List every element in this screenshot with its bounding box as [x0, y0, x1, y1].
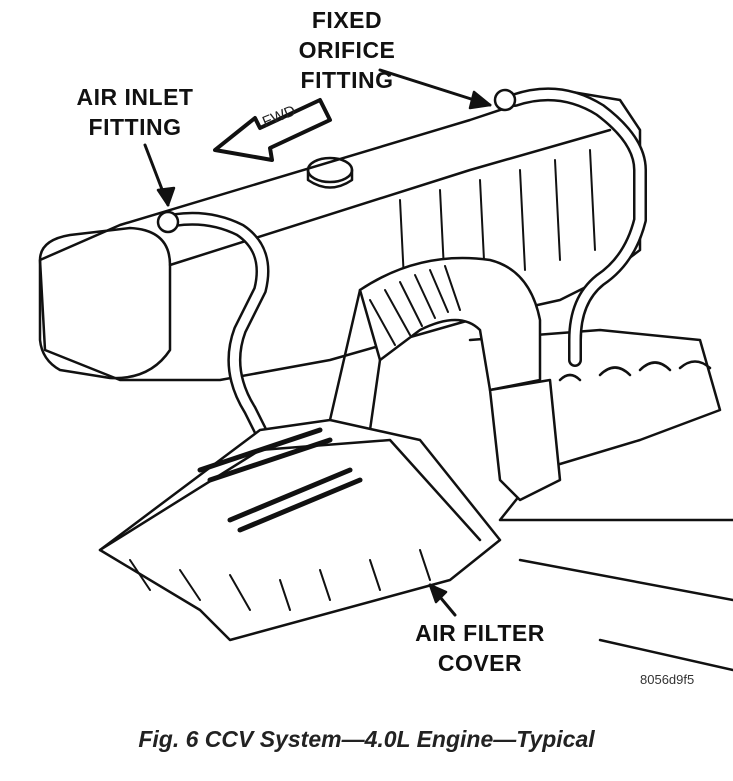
figure-caption: Fig. 6 CCV System—4.0L Engine—Typical: [138, 726, 595, 752]
label-line: FITTING: [88, 114, 182, 140]
label-line: FITTING: [300, 67, 394, 93]
label-line: AIR FILTER: [415, 620, 545, 646]
air-filter-cover: [98, 418, 502, 642]
fixed-orifice-fitting-label: FIXED ORIFICE FITTING: [292, 5, 402, 95]
air-filter-cover-label: AIR FILTER COVER: [390, 618, 570, 678]
label-line: ORIFICE: [298, 37, 396, 63]
label-line: AIR INLET: [76, 84, 194, 110]
fwd-arrow-icon: [213, 98, 332, 162]
figure-code: 8056d9f5: [640, 672, 695, 687]
label-line: FIXED: [311, 7, 383, 33]
label-line: COVER: [437, 650, 523, 676]
air-inlet-fitting-label: AIR INLET FITTING: [50, 82, 220, 142]
